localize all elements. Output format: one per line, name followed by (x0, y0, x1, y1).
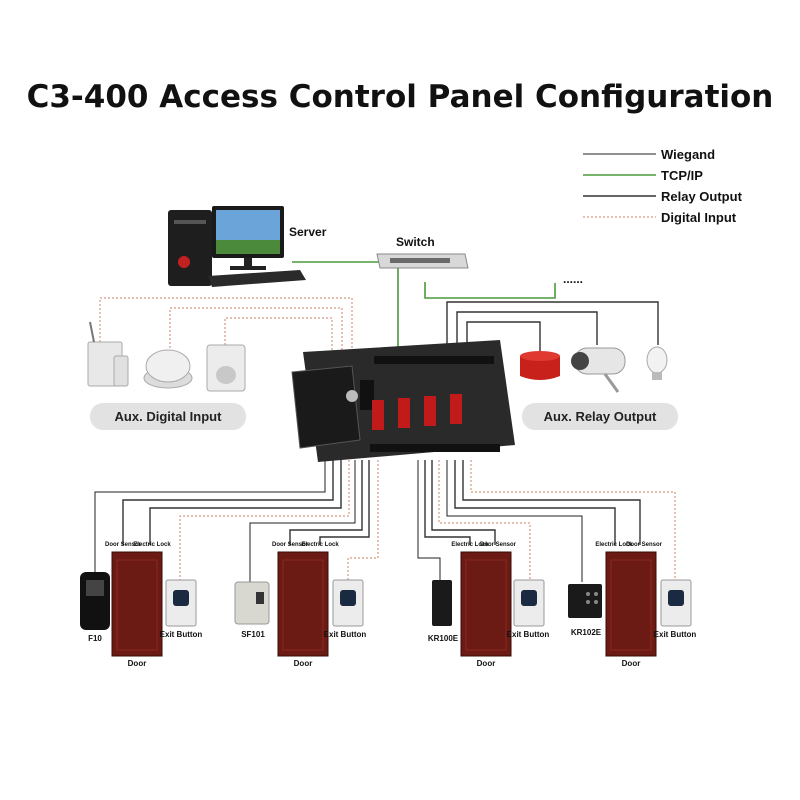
relay-wire-door1-sensor (122, 460, 334, 545)
door-unit-2: SF101 Door Sensor Electric Lock Door Exi… (234, 542, 367, 668)
server-computer (168, 206, 306, 287)
relay-wire-camera (456, 311, 598, 350)
server-label: Server (289, 225, 327, 239)
relay-wire-light (446, 301, 659, 350)
aux-digital-input-label: Aux. Digital Input (115, 409, 223, 424)
exit-button-label-1: Exit Button (160, 630, 203, 639)
relay-wire-door4-sensor (462, 460, 641, 545)
relay-wire-siren (466, 321, 541, 352)
pc-tower (168, 210, 212, 286)
door-unit-4: KR102E Electric Lock Door Sensor Door Ex… (568, 542, 696, 668)
dig-wire-aux-2 (169, 307, 343, 355)
legend-label-wiegand: Wiegand (661, 147, 715, 162)
door-label-1: Door (128, 659, 147, 668)
dig-wire-exit4 (470, 460, 676, 580)
pc-power-icon (178, 256, 190, 268)
door-label-2: Door (294, 659, 313, 668)
door-label-3: Door (477, 659, 496, 668)
reader-label-1: F10 (88, 634, 102, 643)
wieg-wire-sf101 (249, 460, 356, 582)
relay-2 (398, 398, 410, 428)
door-unit-3: KR100E Electric Lock Door Sensor Door Ex… (428, 542, 550, 668)
switch-label: Switch (396, 235, 435, 249)
aux-relay-output-devices (520, 346, 668, 393)
legend: Wiegand TCP/IP Relay Output Digital Inpu… (583, 147, 743, 225)
legend-label-tcpip: TCP/IP (661, 168, 703, 183)
door-icon-1 (111, 551, 163, 657)
door-sensor-label-4: Door Sensor (626, 542, 663, 548)
terminal-strip-bottom (370, 444, 500, 452)
relay-3 (424, 396, 436, 426)
exit-button-label-2: Exit Button (324, 630, 367, 639)
aux-relay-output-label: Aux. Relay Output (544, 409, 657, 424)
electric-lock-label-4: Electric Lock (595, 542, 633, 548)
controller-board (291, 340, 515, 462)
diagram-title: C3-400 Access Control Panel Configuratio… (27, 79, 774, 115)
reader-label-3: KR100E (428, 634, 459, 643)
exit-button-label-4: Exit Button (654, 630, 697, 639)
door-label-4: Door (622, 659, 641, 668)
relay-4 (450, 394, 462, 424)
relay-wire-door4-lock (454, 460, 616, 545)
tcp-wire-switch-more (424, 282, 556, 299)
legend-label-digital: Digital Input (661, 210, 737, 225)
reader-label-4: KR102E (571, 628, 602, 637)
aux-relay-output-pill (522, 403, 678, 430)
relay-wire-door1-lock (149, 460, 342, 545)
wieg-wire-kr100e (417, 460, 441, 580)
door-sensor-label-2: Door Sensor (272, 542, 309, 548)
electric-lock-label-3: Electric Lock (451, 542, 489, 548)
wiring (94, 261, 676, 582)
electric-lock-label-1: Electric Lock (133, 542, 171, 548)
wieg-wire-f10 (94, 460, 326, 572)
aux-digital-input-devices (87, 321, 246, 392)
wieg-wire-kr102e (446, 460, 583, 582)
door-unit-1: F10 Door Sensor Electric Lock Door Exit … (80, 542, 202, 668)
relay-wire-door3-sensor (431, 460, 496, 545)
legend-label-relay: Relay Output (661, 189, 743, 204)
power-module (291, 365, 361, 449)
keypad-reader-icon (568, 584, 602, 618)
card-reader-icon (432, 580, 452, 626)
door-icon-3 (460, 551, 512, 657)
battery-icon (346, 390, 358, 402)
more-devices-ellipsis: ...... (563, 272, 583, 286)
relay-1 (372, 400, 384, 430)
door-sensor-label-1: Door Sensor (105, 542, 142, 548)
keyboard-icon (208, 270, 306, 287)
switch-ports-icon (390, 258, 450, 263)
exit-button-label-3: Exit Button (507, 630, 550, 639)
dig-wire-aux-1 (99, 297, 353, 355)
dig-wire-exit3 (438, 460, 531, 580)
dig-wire-exit1 (179, 460, 350, 580)
terminal-strip-top (374, 356, 494, 364)
relay-wire-door3-lock (424, 460, 471, 545)
network-switch (376, 253, 469, 269)
door-icon-2 (277, 551, 329, 657)
door-sensor-label-3: Door Sensor (480, 542, 517, 548)
dig-wire-aux-3 (224, 317, 333, 355)
relay-wire-door2-sensor (289, 460, 363, 545)
door-icon-4 (605, 551, 657, 657)
electric-lock-label-2: Electric Lock (301, 542, 339, 548)
dig-wire-exit2 (347, 460, 379, 580)
reader-label-2: SF101 (241, 630, 265, 639)
aux-digital-input-pill (90, 403, 246, 430)
light-bulb-icon (646, 346, 668, 374)
relay-wire-door2-lock (319, 460, 370, 545)
